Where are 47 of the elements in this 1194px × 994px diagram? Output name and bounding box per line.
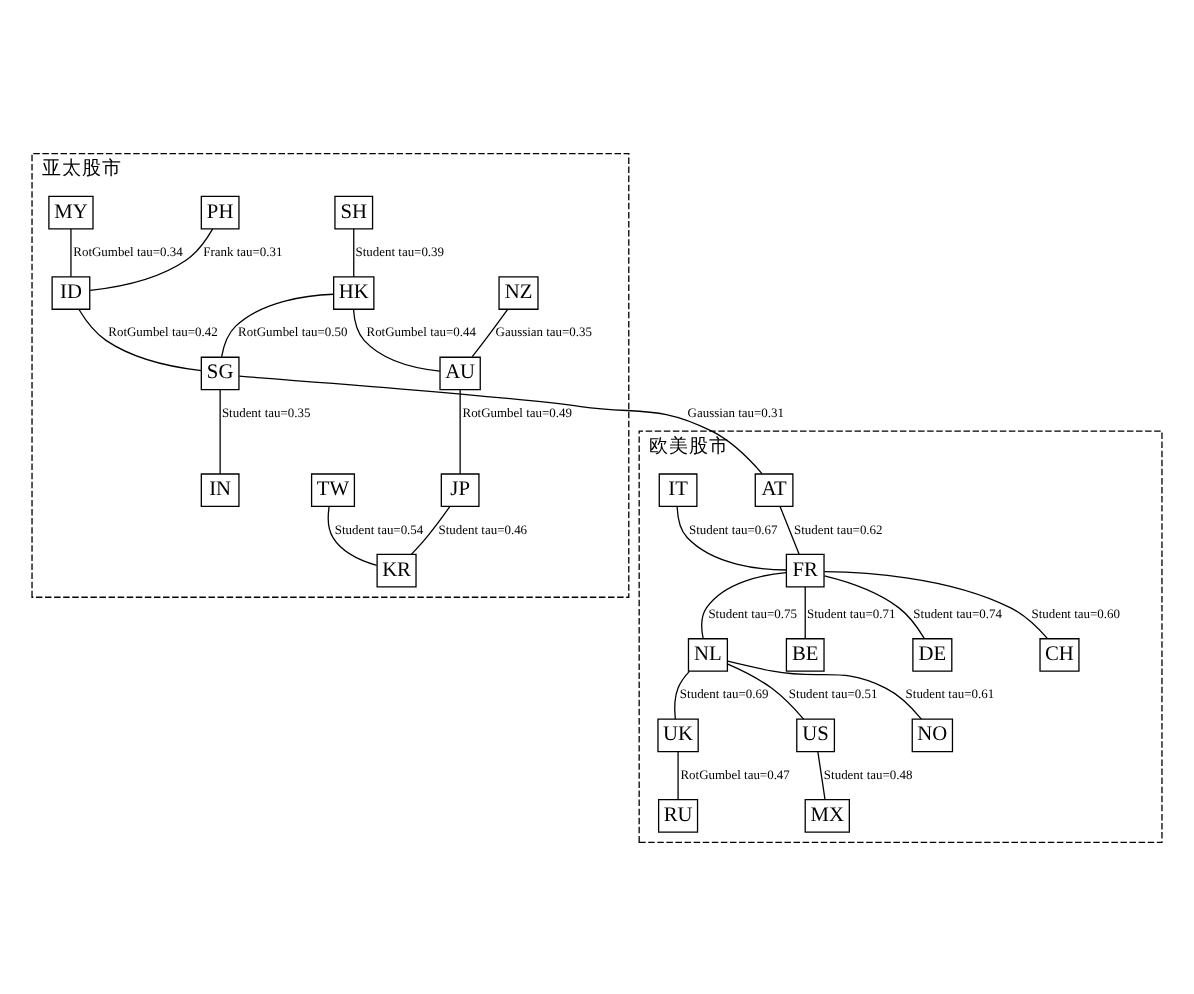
connector (238, 374, 763, 474)
connector (352, 307, 441, 371)
connector (804, 585, 806, 638)
connector (410, 505, 451, 554)
node-box: AT (754, 472, 794, 507)
node-box: FR (785, 552, 825, 587)
connector (727, 662, 805, 719)
node-box: TW (310, 472, 356, 507)
connector (353, 227, 355, 277)
node-box: NO (911, 717, 954, 752)
connector (70, 227, 72, 277)
node-box: MY (48, 194, 94, 229)
node-box: MX (804, 797, 850, 832)
connector (78, 307, 202, 371)
node-box: IT (658, 472, 698, 507)
node-box: BE (785, 637, 825, 671)
node-box: SG (200, 355, 240, 390)
node-box: IN (200, 472, 240, 507)
connector (674, 669, 691, 719)
connector (219, 388, 221, 474)
connector (220, 292, 335, 357)
connector (471, 307, 509, 357)
node-box: AU (439, 355, 481, 390)
node-box: UK (657, 717, 699, 752)
node-box: JP (440, 472, 480, 507)
node-box: CH (1039, 637, 1080, 671)
node-box: DE (912, 637, 953, 671)
node-box: NZ (498, 275, 539, 309)
connector (677, 750, 679, 800)
node-box: ID (51, 275, 91, 309)
node-box: RU (657, 797, 699, 832)
connector (817, 750, 826, 800)
node-box: PH (200, 194, 240, 229)
node-box: SH (334, 194, 374, 229)
node-box: US (796, 717, 836, 752)
connector (779, 504, 800, 555)
connector (676, 504, 787, 570)
node-box: NL (687, 637, 729, 671)
connector (89, 227, 214, 290)
connector (823, 574, 926, 639)
connector (727, 659, 923, 719)
connector (823, 570, 1048, 639)
connector (701, 571, 787, 639)
connector (327, 505, 378, 565)
node-box: KR (376, 552, 417, 587)
connector (459, 388, 461, 474)
node-box: HK (333, 275, 375, 309)
